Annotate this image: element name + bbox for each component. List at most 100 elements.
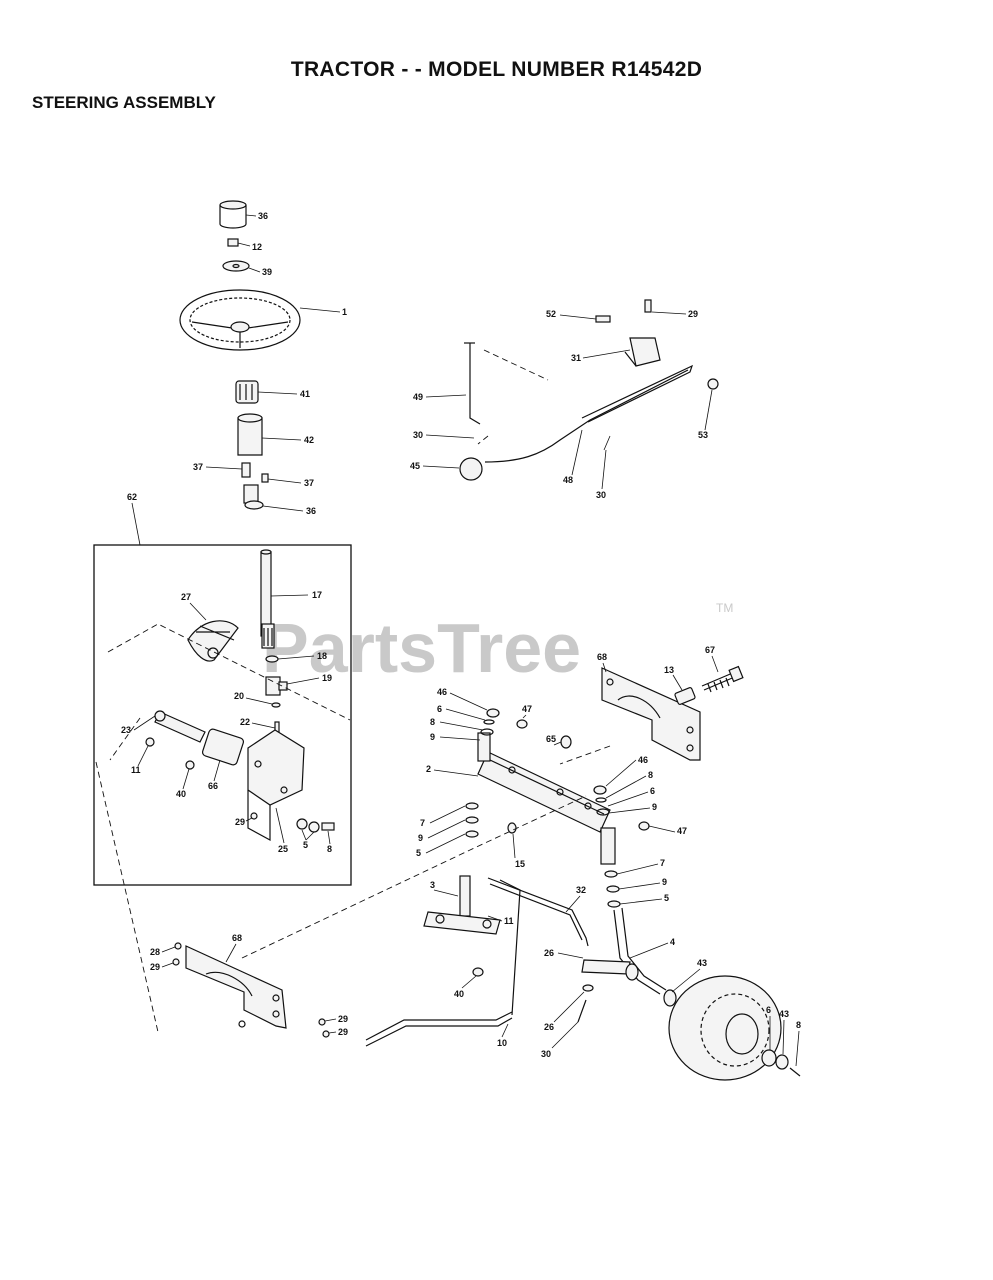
drag-link-32	[487, 877, 589, 947]
right-spindle-stack	[593, 785, 650, 908]
callout-3: 3	[430, 880, 435, 890]
callout-46-right: 46	[638, 755, 648, 765]
front-axle	[477, 751, 611, 833]
callout-46-left: 46	[437, 687, 447, 697]
callout-9-left-lower: 9	[418, 833, 423, 843]
callout-8-right: 8	[648, 770, 653, 780]
callout-30-lever-right: 30	[596, 490, 606, 500]
callout-9-right: 9	[652, 802, 657, 812]
steering-adapter	[235, 380, 259, 404]
callout-26-bottom: 26	[544, 1022, 554, 1032]
callout-68-right: 68	[597, 652, 607, 662]
right-spindle-4	[581, 907, 667, 995]
callout-6-left: 6	[437, 704, 442, 714]
callout-7-left: 7	[420, 818, 425, 828]
axle-bracket-68-left	[172, 942, 330, 1038]
callout-40-gear: 40	[176, 789, 186, 799]
callout-7-right: 7	[660, 858, 665, 868]
callout-29-gear: 29	[235, 817, 245, 827]
callout-45: 45	[410, 461, 420, 471]
tie-rod-10	[365, 879, 521, 1047]
callout-37-right: 37	[304, 478, 314, 488]
callout-5-gear: 5	[303, 840, 308, 850]
callout-68-left: 68	[232, 933, 242, 943]
steering-bellows	[237, 413, 263, 456]
lever-rod-49	[464, 342, 481, 425]
callout-49: 49	[413, 392, 423, 402]
steering-wheel	[179, 289, 301, 351]
callout-12: 12	[252, 242, 262, 252]
bolt-52	[595, 315, 611, 323]
callout-39: 39	[262, 267, 272, 277]
steering-nut	[227, 238, 239, 247]
left-spindle-3	[423, 875, 501, 935]
callout-53: 53	[698, 430, 708, 440]
callout-66: 66	[208, 781, 218, 791]
callout-18: 18	[317, 651, 327, 661]
callout-6-wheel: 6	[766, 1005, 771, 1015]
callout-6-right: 6	[650, 786, 655, 796]
callout-48: 48	[563, 475, 573, 485]
callout-28: 28	[150, 947, 160, 957]
axle-pivot-65	[560, 735, 572, 749]
nut-53	[707, 378, 719, 390]
callout-8-left: 8	[430, 717, 435, 727]
gear-assembly-frame	[93, 544, 352, 886]
bolt-29-lever	[644, 299, 652, 313]
callout-43-bottom: 43	[779, 1009, 789, 1019]
lower-hardware	[472, 967, 594, 1023]
axle-bolt-67	[701, 665, 744, 693]
gear-small-parts	[265, 655, 288, 735]
callout-36: 36	[258, 211, 268, 221]
steering-shaft-coupler	[241, 462, 269, 510]
sector-gear	[187, 620, 239, 662]
callout-9-right-lower: 9	[662, 877, 667, 887]
callout-15: 15	[515, 859, 525, 869]
callout-41: 41	[300, 389, 310, 399]
callout-2: 2	[426, 764, 431, 774]
callout-11-axle: 11	[504, 916, 514, 926]
callout-30-axle: 30	[541, 1049, 551, 1059]
callout-42: 42	[304, 435, 314, 445]
gear-mount-bracket	[247, 729, 335, 842]
callout-23: 23	[121, 725, 131, 735]
callout-13: 13	[664, 665, 674, 675]
watermark-text: PartsTree	[262, 609, 581, 687]
lever-arm-48	[484, 364, 694, 463]
callout-5-left: 5	[416, 848, 421, 858]
callout-62: 62	[127, 492, 137, 502]
callout-17: 17	[312, 590, 322, 600]
steering-washer	[222, 260, 250, 272]
callout-29-bracket-lower: 29	[338, 1027, 348, 1037]
callout-27: 27	[181, 592, 191, 602]
callout-19: 19	[322, 673, 332, 683]
callout-36-lower: 36	[306, 506, 316, 516]
callout-1: 1	[342, 307, 347, 317]
watermark-trademark: TM	[716, 601, 733, 615]
callout-25: 25	[278, 844, 288, 854]
callout-11-gear: 11	[131, 765, 141, 775]
page-title: TRACTOR - - MODEL NUMBER R14542D	[290, 58, 703, 81]
steering-cap	[219, 200, 247, 229]
callout-26-top: 26	[544, 948, 554, 958]
callout-65: 65	[546, 734, 556, 744]
left-spindle-stack	[465, 708, 528, 838]
callout-37-left: 37	[193, 462, 203, 472]
callout-40-axle: 40	[454, 989, 464, 999]
callout-8-wheel: 8	[796, 1020, 801, 1030]
gear-axle-and-bearing	[145, 710, 245, 770]
callout-22: 22	[240, 717, 250, 727]
callout-4: 4	[670, 937, 675, 947]
section-title: STEERING ASSEMBLY	[32, 93, 216, 112]
callout-47-right: 47	[677, 826, 687, 836]
callout-10: 10	[497, 1038, 507, 1048]
callout-9-left: 9	[430, 732, 435, 742]
lever-knob-45	[459, 457, 483, 481]
callout-47-left: 47	[522, 704, 532, 714]
callout-31: 31	[571, 353, 581, 363]
callout-30-lever: 30	[413, 430, 423, 440]
front-wheel	[663, 975, 801, 1081]
callout-43-top: 43	[697, 958, 707, 968]
callout-32: 32	[576, 885, 586, 895]
